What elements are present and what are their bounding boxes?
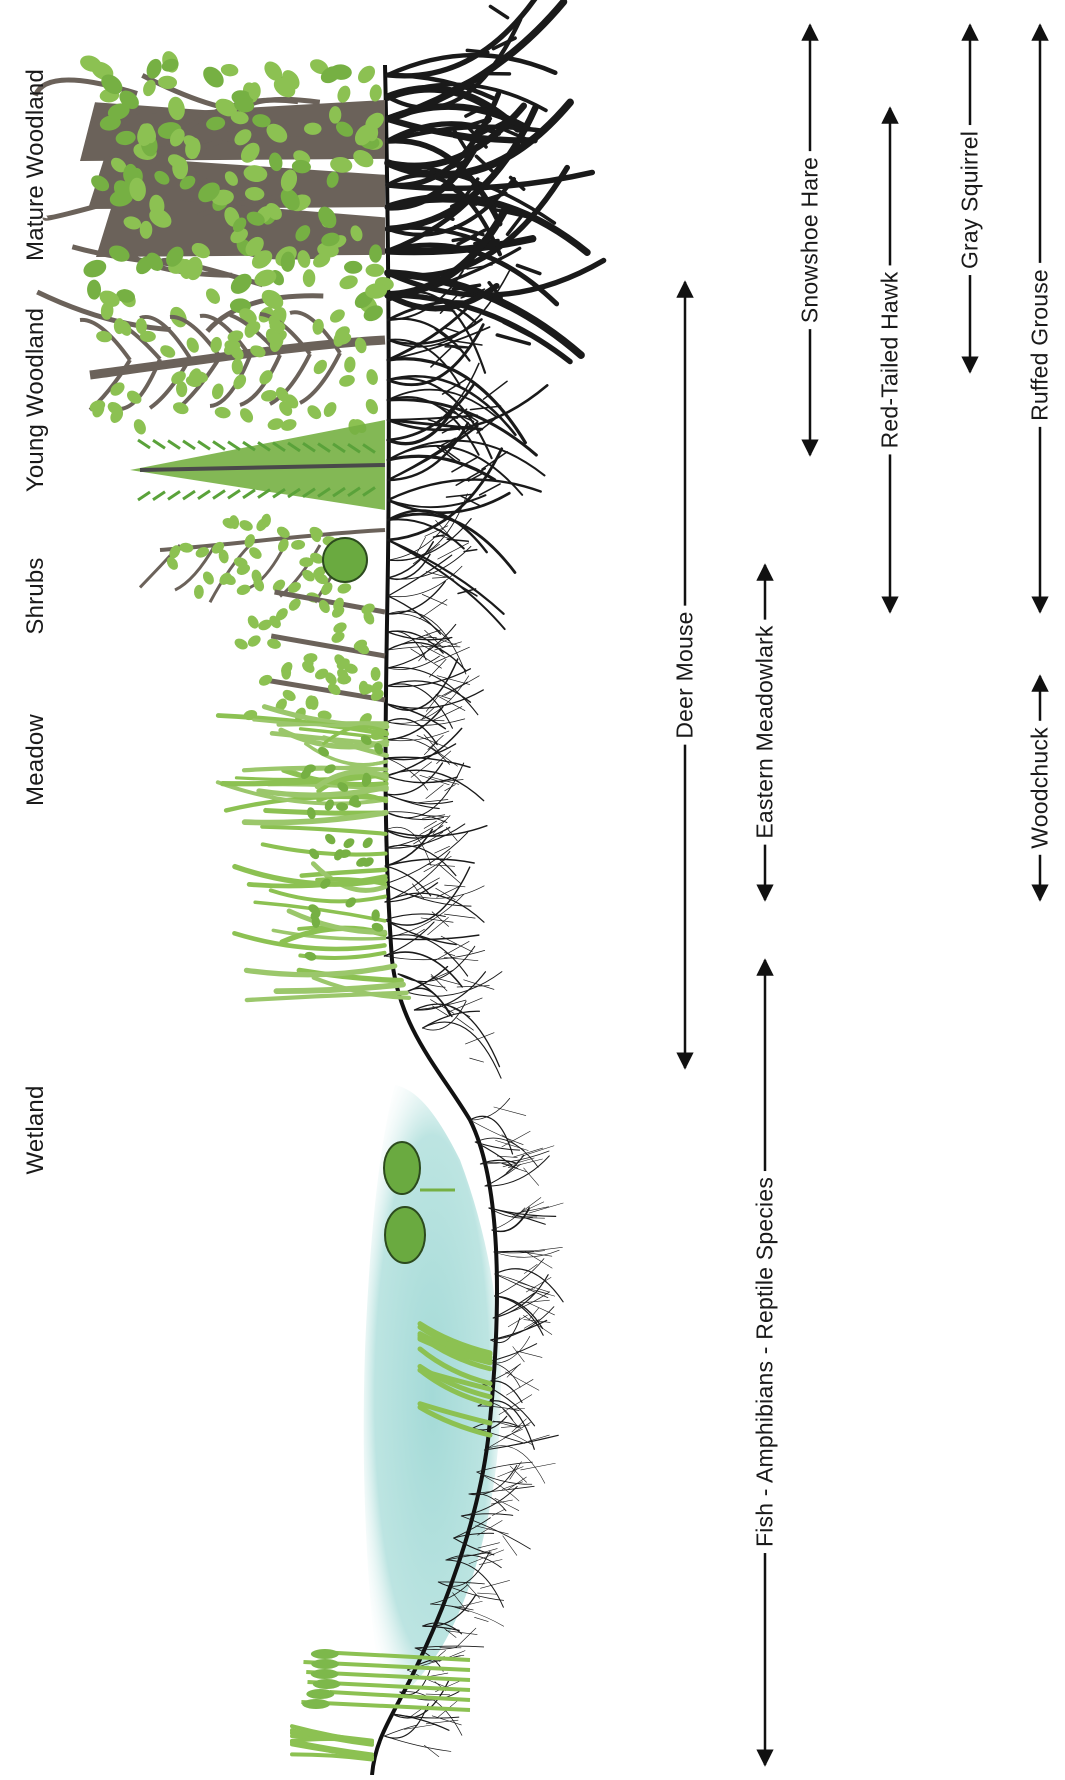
species-label-deer-mouse: Deer Mouse <box>672 605 699 744</box>
species-label-red-tailed-hawk: Red-Tailed Hawk <box>877 266 904 455</box>
species-label-fish-amphibians-reptiles: Fish - Amphibians - Reptile Species <box>752 1171 779 1553</box>
species-label-eastern-meadowlark: Eastern Meadowlark <box>752 619 779 844</box>
species-label-woodchuck: Woodchuck <box>1027 721 1054 855</box>
species-label-gray-squirrel: Gray Squirrel <box>957 125 984 275</box>
species-label-snowshoe-hare: Snowshoe Hare <box>797 151 824 329</box>
species-label-ruffed-grouse: Ruffed Grouse <box>1027 263 1054 427</box>
